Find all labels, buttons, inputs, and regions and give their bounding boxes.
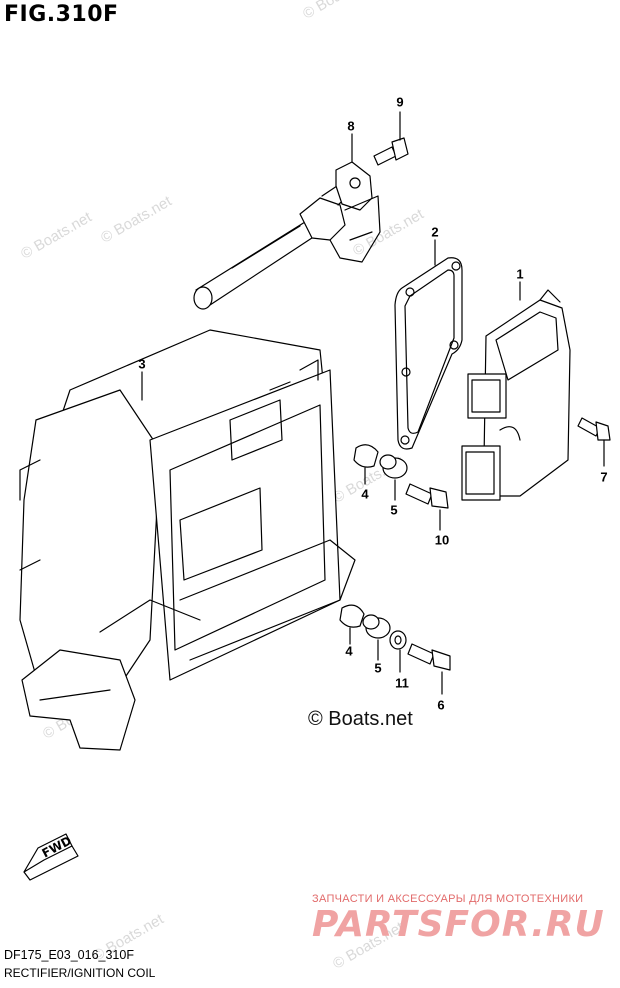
bolt-part-7 — [577, 417, 611, 467]
bolt-part-10 — [405, 483, 449, 531]
callout-3: 3 — [138, 356, 146, 372]
callout-5-lower: 5 — [374, 660, 382, 676]
collar-upper-part-5 — [379, 454, 408, 501]
collar-lower-part-5 — [362, 614, 391, 661]
grommet-upper-part-4 — [353, 444, 379, 485]
callout-1: 1 — [516, 266, 524, 282]
washer-part-11 — [389, 630, 407, 673]
grommet-lower-part-4 — [339, 604, 365, 645]
bolt-part-6 — [407, 643, 451, 695]
bolt-part-9 — [373, 111, 409, 166]
callout-8: 8 — [347, 118, 355, 134]
callout-4: 4 — [361, 486, 369, 502]
callout-4-lower: 4 — [345, 643, 353, 659]
callout-2: 2 — [431, 224, 439, 240]
callout-11: 11 — [395, 675, 409, 691]
callout-9: 9 — [396, 94, 404, 110]
callout-5: 5 — [390, 502, 398, 518]
callout-6: 6 — [437, 697, 445, 713]
bracket-part-3 — [19, 329, 356, 751]
callout-10: 10 — [434, 532, 450, 548]
shop-logo: PARTSFOR.RU — [312, 904, 605, 945]
figure-title: FIG.310F — [4, 2, 119, 27]
figure-code: DF175_E03_016_310F — [4, 948, 134, 962]
boats-net-watermark: © Boats.net — [308, 708, 413, 730]
forward-arrow-icon — [23, 833, 79, 881]
figure-description: RECTIFIER/IGNITION COIL — [4, 966, 156, 980]
gasket-part-2 — [394, 239, 463, 450]
ignition-coil-part-8 — [193, 133, 381, 310]
callout-7: 7 — [600, 469, 608, 485]
rectifier-part-1 — [461, 281, 571, 501]
shop-caption: ЗАПЧАСТИ И АКСЕССУАРЫ ДЛЯ МОТОТЕХНИКИ — [312, 893, 584, 905]
